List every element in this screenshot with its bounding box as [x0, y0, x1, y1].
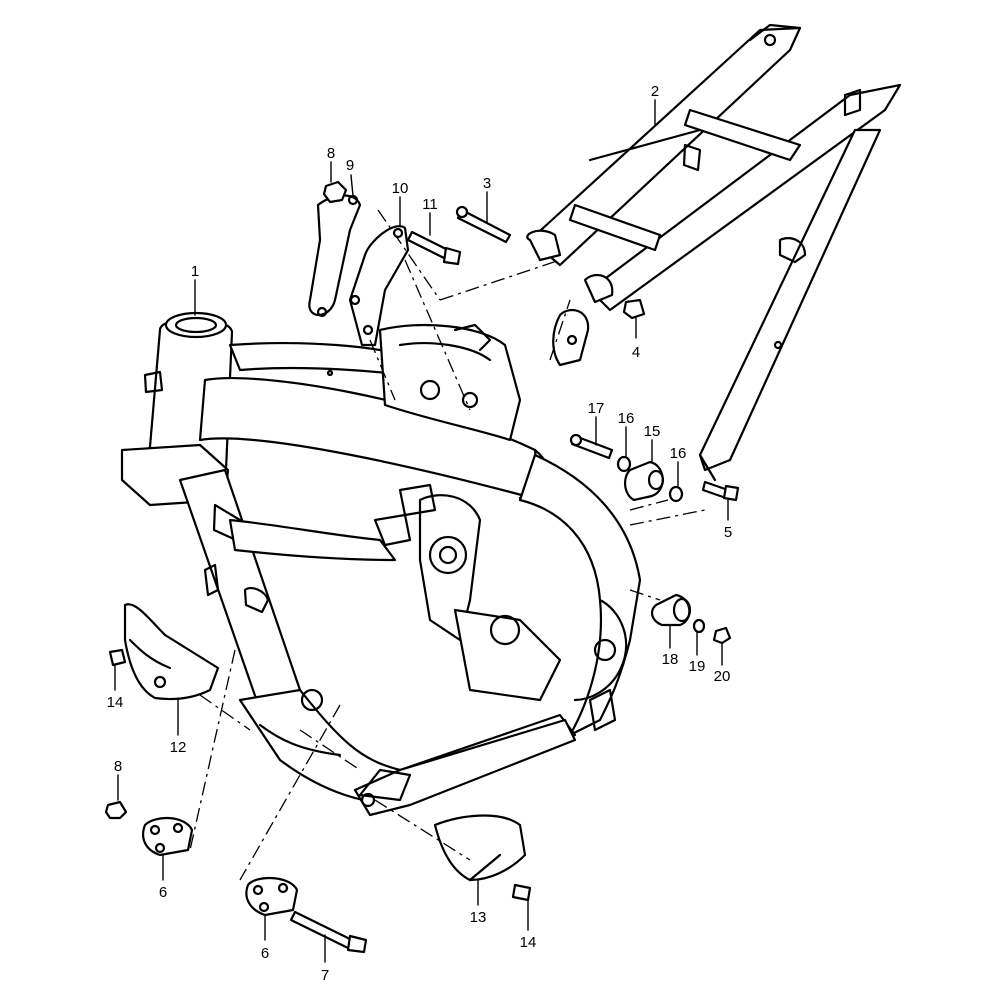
nut-8-top	[322, 180, 348, 204]
callout-8-top: 8	[327, 145, 335, 162]
callout-16-right: 16	[670, 445, 687, 462]
callout-7: 7	[321, 967, 329, 984]
rear-subframe	[526, 23, 902, 482]
callout-labels: 1 2 3 4 5 6 6 7 8 8 9 10 11 12 13 14 14 …	[107, 83, 733, 984]
callout-2: 2	[651, 83, 659, 100]
assembly-lines	[189, 209, 706, 881]
callout-16-left: 16	[618, 410, 635, 427]
callout-1: 1	[191, 263, 199, 280]
callout-15: 15	[644, 423, 661, 440]
engine-plate-6-bottom	[245, 877, 299, 917]
callout-14-left: 14	[107, 694, 124, 711]
callout-6-bottom: 6	[261, 945, 269, 962]
callout-12: 12	[170, 739, 187, 756]
callout-17: 17	[588, 400, 605, 417]
callout-9: 9	[346, 157, 354, 174]
callout-19: 19	[689, 658, 706, 675]
bolt-14-left	[108, 648, 127, 667]
callout-6-left: 6	[159, 884, 167, 901]
callout-leaders	[114, 99, 729, 963]
bolt-7	[289, 910, 368, 954]
engine-plate-6-left	[142, 817, 194, 857]
frame-guard-12	[123, 603, 220, 701]
callout-10: 10	[392, 180, 409, 197]
callout-13: 13	[470, 909, 487, 926]
callout-4: 4	[632, 344, 640, 361]
bolt-14-bottom	[511, 883, 532, 902]
main-frame	[120, 311, 642, 817]
callout-11: 11	[422, 196, 438, 213]
callout-14-bottom: 14	[520, 934, 537, 951]
bolt-11	[406, 230, 462, 266]
callout-8-bottom: 8	[114, 758, 122, 775]
engine-mount-brackets	[308, 194, 410, 347]
nut-8-bottom	[104, 800, 128, 820]
callout-3: 3	[483, 175, 491, 192]
swingarm-collar-hardware	[650, 593, 732, 645]
callout-5: 5	[724, 524, 732, 541]
bolt-3	[455, 205, 512, 244]
frame-guard-13	[433, 814, 527, 882]
callout-18: 18	[662, 651, 679, 668]
rear-mount-hardware	[569, 433, 684, 503]
bolt-5	[701, 480, 740, 502]
nut-4	[622, 298, 646, 320]
callout-20: 20	[714, 668, 731, 685]
